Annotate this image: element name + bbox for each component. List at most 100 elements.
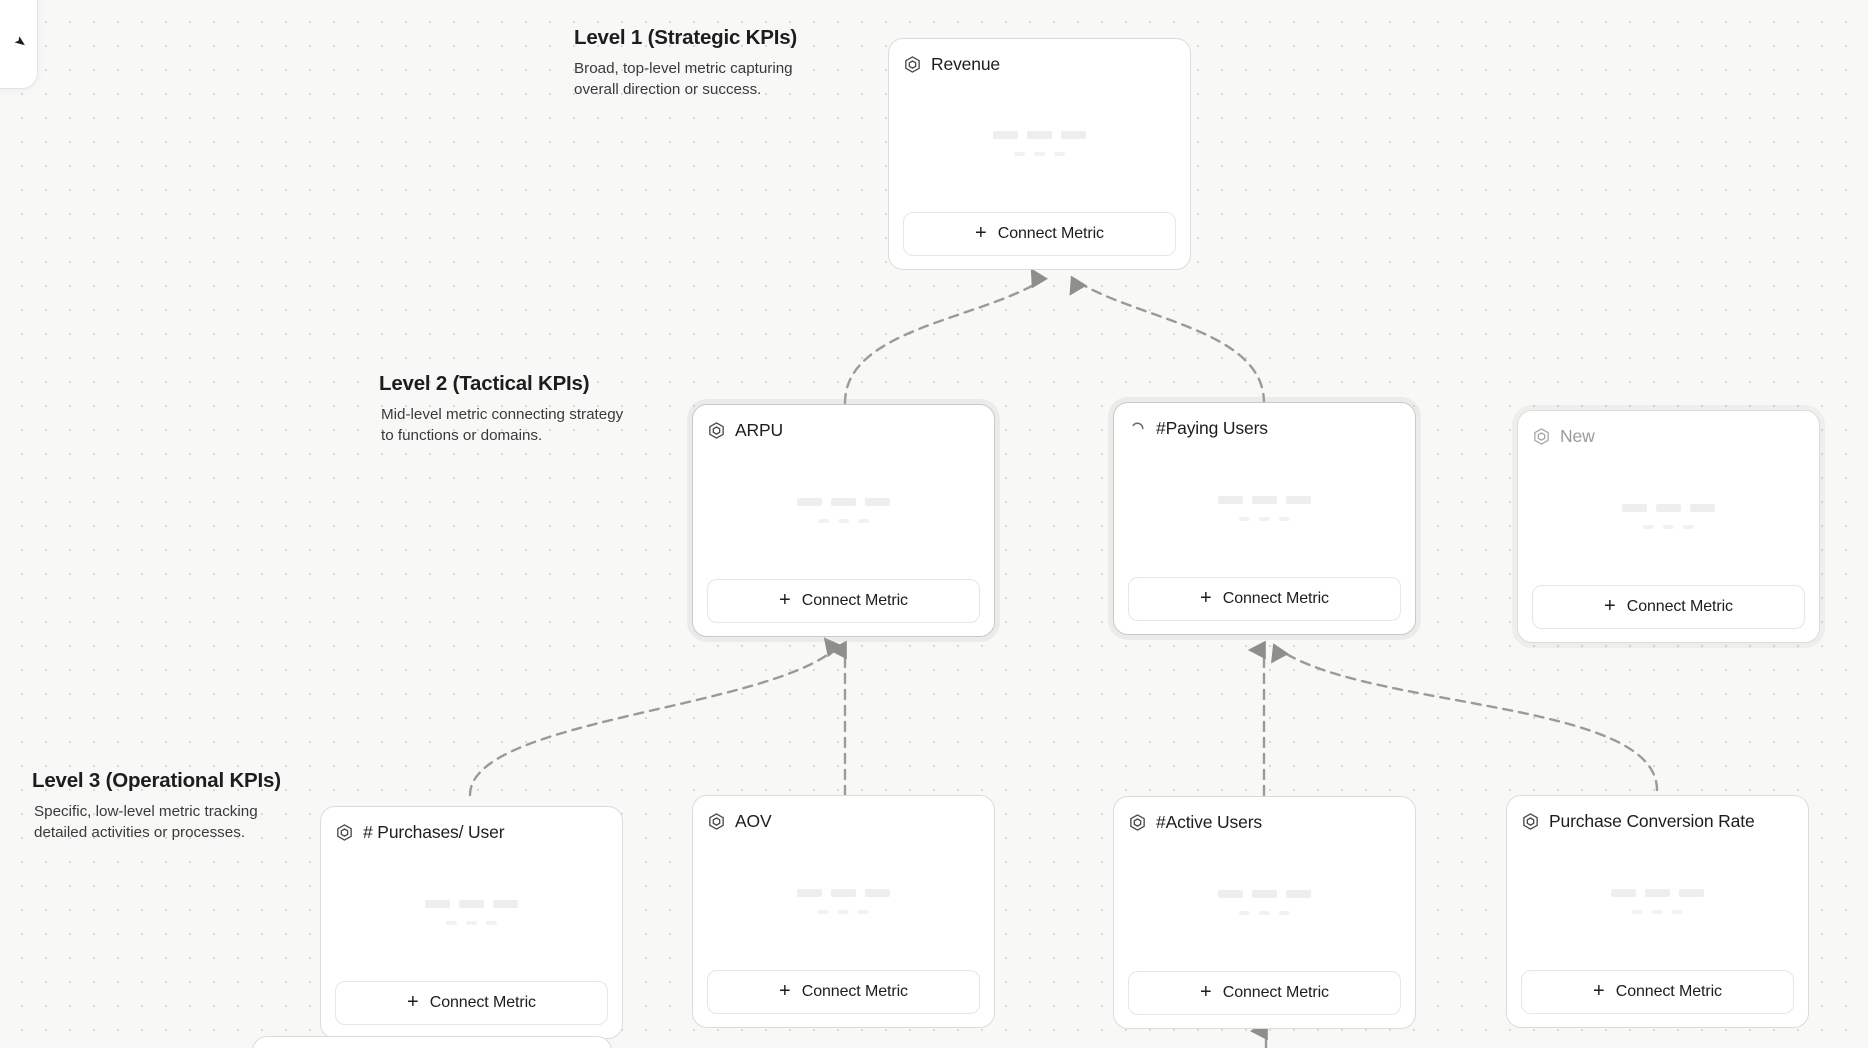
skeleton-bar (1061, 131, 1086, 139)
card-title: #Paying Users (1156, 417, 1268, 438)
metric-card-active-users[interactable]: #Active Users + Connect Metric (1113, 796, 1416, 1029)
skeleton-bar (1286, 889, 1311, 898)
metric-card-purchases-per-user[interactable]: # Purchases/ User + Connect Metric (320, 806, 623, 1039)
skeleton-bar (459, 899, 484, 908)
skeleton-dash (1663, 524, 1674, 529)
hexagon-icon (1523, 812, 1538, 830)
metric-card-aov[interactable]: AOV + Connect Metric (692, 795, 995, 1028)
card-skeleton-body (335, 843, 608, 981)
skeleton-dash (1239, 910, 1250, 915)
skeleton-row-secondary (1632, 909, 1683, 914)
card-skeleton-body (1128, 833, 1401, 971)
skeleton-dash (818, 518, 829, 523)
metric-card-offscreen-bottom[interactable] (252, 1036, 612, 1048)
card-header: # Purchases/ User (335, 821, 608, 843)
skeleton-dash (858, 518, 869, 523)
card-title: #Active Users (1156, 811, 1262, 832)
connect-metric-label: Connect Metric (1615, 983, 1722, 1000)
skeleton-dash (1632, 909, 1643, 914)
connect-metric-button[interactable]: + Connect Metric (707, 579, 980, 623)
connect-metric-button[interactable]: + Connect Metric (1128, 577, 1401, 621)
metric-card-new[interactable]: New + Connect Metric (1517, 410, 1820, 643)
skeleton-bar (1690, 503, 1715, 512)
card-title: AOV (735, 810, 772, 831)
skeleton-row-primary (1218, 495, 1311, 504)
skeleton-bar (831, 497, 856, 506)
skeleton-bar (831, 888, 856, 897)
connect-metric-label: Connect Metric (801, 592, 908, 609)
skeleton-dash (1672, 909, 1683, 914)
level-2-description: Mid-level metric connecting strategy to … (381, 406, 624, 444)
metric-card-purchase-conversion-rate[interactable]: Purchase Conversion Rate + Connect Metri… (1506, 795, 1809, 1028)
card-header: AOV (707, 810, 980, 832)
skeleton-bar (425, 899, 450, 908)
connect-metric-label: Connect Metric (429, 994, 536, 1011)
plus-icon: + (1604, 595, 1616, 617)
card-title: New (1560, 425, 1595, 446)
floating-toolbar-panel[interactable] (0, 0, 38, 89)
metric-card-arpu[interactable]: ARPU + Connect Metric (692, 404, 995, 637)
connect-metric-label: Connect Metric (1222, 984, 1329, 1001)
hexagon-icon (709, 421, 724, 439)
skeleton-row-primary (1611, 888, 1704, 897)
metric-card-paying-users[interactable]: #Paying Users + Connect Metric (1113, 402, 1416, 635)
plus-icon: + (1200, 981, 1212, 1003)
skeleton-dash (858, 909, 869, 914)
connect-metric-button[interactable]: + Connect Metric (903, 212, 1176, 256)
spinner-icon (1132, 422, 1144, 429)
connect-metric-button[interactable]: + Connect Metric (707, 970, 980, 1014)
card-title: ARPU (735, 419, 784, 440)
skeleton-row-primary (797, 888, 890, 897)
connect-metric-button[interactable]: + Connect Metric (335, 981, 608, 1025)
skeleton-row-secondary (1643, 524, 1694, 529)
skeleton-bar (1027, 131, 1052, 139)
connect-metric-label: Connect Metric (1222, 590, 1329, 607)
plus-icon: + (975, 222, 987, 244)
level-3-title: Level 3 (Operational KPIs) (32, 769, 281, 792)
card-title: Revenue (931, 53, 1001, 74)
card-title: Purchase Conversion Rate (1549, 810, 1755, 831)
skeleton-dash (1652, 909, 1663, 914)
skeleton-bar (1252, 889, 1277, 898)
plus-icon: + (1593, 980, 1605, 1002)
cursor-icon (14, 36, 25, 46)
connect-metric-label: Connect Metric (801, 983, 908, 1000)
metric-card-revenue[interactable]: Revenue + Connect Metric (888, 38, 1191, 270)
skeleton-row-primary (993, 131, 1086, 139)
connect-metric-button[interactable]: + Connect Metric (1521, 970, 1794, 1014)
skeleton-dash (1643, 524, 1654, 529)
level-2-title: Level 2 (Tactical KPIs) (379, 372, 590, 395)
hexagon-icon (337, 823, 352, 841)
skeleton-bar (797, 497, 822, 506)
connect-metric-label: Connect Metric (997, 225, 1104, 242)
hexagon-icon (905, 55, 920, 73)
card-skeleton-body (1521, 832, 1794, 970)
skeleton-bar (1611, 888, 1636, 897)
card-header: New (1532, 425, 1805, 447)
skeleton-dash (486, 920, 497, 925)
skeleton-row-primary (1622, 503, 1715, 512)
skeleton-row-secondary (446, 920, 497, 925)
skeleton-bar (865, 888, 890, 897)
card-skeleton-body (1532, 447, 1805, 585)
hexagon-icon (1130, 813, 1145, 831)
edge-arpu-to-revenue (843, 268, 1048, 405)
skeleton-bar (1679, 888, 1704, 897)
skeleton-bar (1218, 495, 1243, 504)
card-header: ARPU (707, 419, 980, 441)
skeleton-dash (818, 909, 829, 914)
skeleton-row-secondary (818, 518, 869, 523)
skeleton-row-secondary (818, 909, 869, 914)
hexagon-icon (709, 812, 724, 830)
hexagon-icon (1534, 427, 1549, 445)
skeleton-row-primary (1218, 889, 1311, 898)
skeleton-dash (1054, 152, 1065, 156)
skeleton-dash (1014, 152, 1025, 156)
level-1-description: Broad, top-level metric capturing overal… (574, 60, 793, 98)
connect-metric-button[interactable]: + Connect Metric (1532, 585, 1805, 629)
connect-metric-button[interactable]: + Connect Metric (1128, 971, 1401, 1015)
skeleton-bar (1252, 495, 1277, 504)
skeleton-dash (1259, 910, 1270, 915)
level-2-group-label: Level 2 (Tactical KPIs) Mid-level metric… (379, 372, 631, 447)
